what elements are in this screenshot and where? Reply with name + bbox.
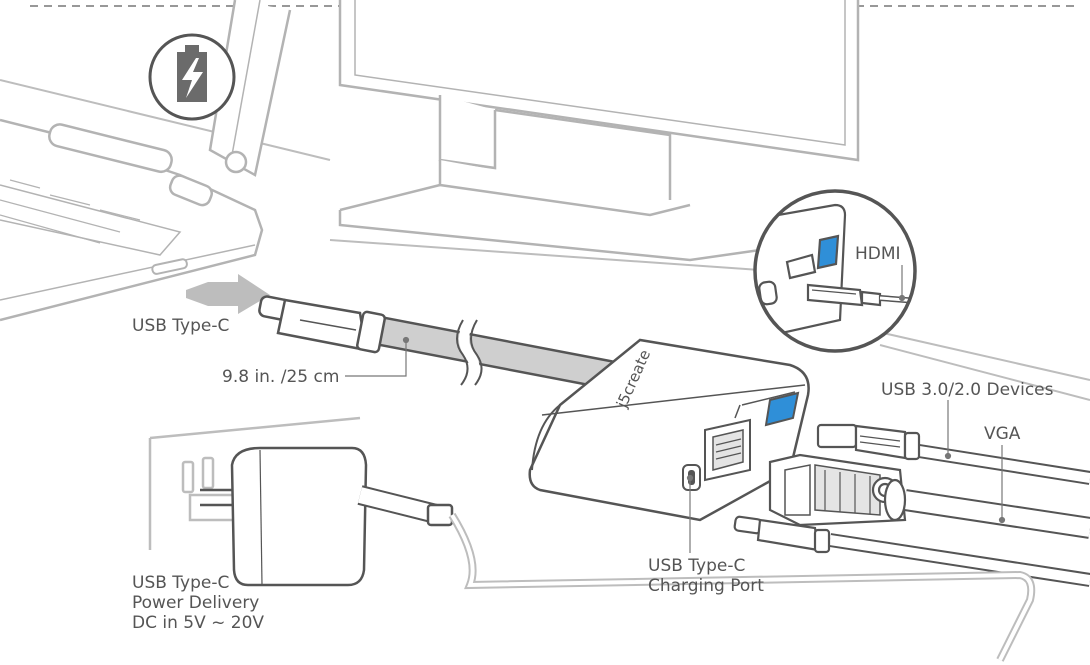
vga-plug xyxy=(768,453,1090,539)
charging-port-line-1: USB Type-C xyxy=(648,556,746,576)
charging-port-line-2: Charging Port xyxy=(648,576,764,596)
callout-lines xyxy=(345,265,1006,553)
power-delivery-label: USB Type-C Power Delivery DC in 5V ~ 20V xyxy=(132,573,264,633)
monitor xyxy=(338,0,860,262)
power-adapter xyxy=(200,446,454,587)
usb-type-c-label: USB Type-C xyxy=(132,316,230,336)
power-delivery-line-1: USB Type-C xyxy=(132,573,230,593)
desk-lines xyxy=(0,79,1090,401)
hdmi-zoom-inset xyxy=(753,189,917,353)
vga-label: VGA xyxy=(984,424,1021,444)
usb-c-cable xyxy=(258,295,613,390)
arrow-right-icon xyxy=(186,274,270,314)
usb-a-plug xyxy=(816,423,1090,485)
battery-charging-icon xyxy=(148,33,236,121)
cable-length-label: 9.8 in. /25 cm xyxy=(222,367,340,387)
usb-devices-label: USB 3.0/2.0 Devices xyxy=(881,380,1054,400)
laptop xyxy=(0,0,292,322)
charging-port-label: USB Type-C Charging Port xyxy=(648,556,764,596)
hdmi-label: HDMI xyxy=(855,244,901,264)
lower-plug xyxy=(733,515,1090,587)
power-delivery-line-3: DC in 5V ~ 20V xyxy=(132,613,265,633)
power-delivery-line-2: Power Delivery xyxy=(132,593,260,613)
